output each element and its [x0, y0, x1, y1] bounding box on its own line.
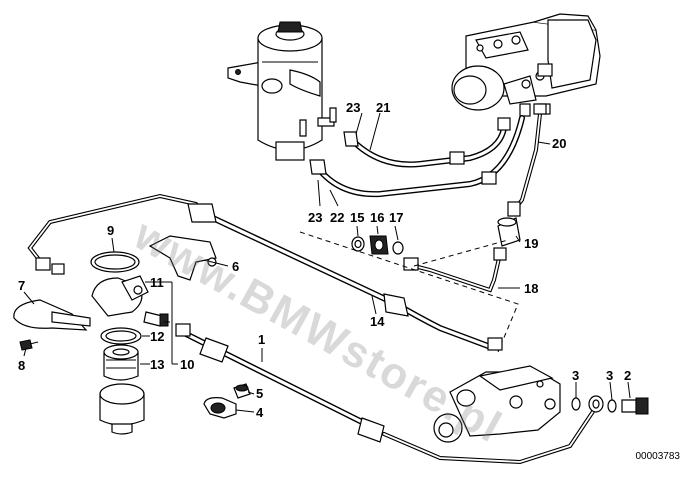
drawing-number: 00003783 [635, 451, 681, 462]
callout-20: 20 [552, 136, 566, 151]
strap-7 [13, 299, 91, 331]
callout-3-left: 3 [572, 368, 579, 383]
nut-5 [233, 383, 251, 399]
leader-lines [23, 112, 631, 413]
return-line [27, 193, 198, 275]
callout-21: 21 [376, 100, 390, 115]
clip-4 [203, 397, 237, 419]
filter-cover-11 [91, 275, 149, 317]
callout-17: 17 [389, 210, 403, 225]
callout-12: 12 [150, 329, 164, 344]
callout-14: 14 [370, 314, 385, 329]
callout-5: 5 [256, 386, 263, 401]
callout-2: 2 [624, 368, 631, 383]
callout-10: 10 [180, 357, 194, 372]
seal-ring-3 [571, 397, 581, 411]
callout-7: 7 [18, 278, 25, 293]
pressure-hose-1 [175, 323, 596, 465]
seal-ring-15 [351, 236, 365, 252]
callout-11: 11 [150, 275, 164, 290]
callout-18: 18 [524, 281, 538, 296]
pressure-line-18 [403, 247, 507, 293]
callout-8: 8 [18, 358, 25, 373]
feed-hose-14 [187, 203, 503, 351]
bracket-6 [148, 235, 217, 281]
union-16 [369, 235, 389, 255]
callout-6: 6 [232, 259, 239, 274]
callout-9: 9 [107, 223, 114, 238]
filter-element-13 [103, 344, 139, 381]
callout-15: 15 [350, 210, 364, 225]
banjo-bolt-2 [621, 397, 649, 415]
seal-ring-17 [392, 241, 404, 255]
callout-16: 16 [370, 210, 384, 225]
hose-clamp-9 [90, 251, 140, 273]
hydraulic-valve-block [451, 13, 601, 117]
callout-4: 4 [256, 405, 264, 420]
gasket-12 [100, 327, 142, 345]
callout-3-right: 3 [606, 368, 613, 383]
callout-23-upper: 23 [346, 100, 360, 115]
seal-ring-3b [607, 399, 617, 413]
dashed-leaders [299, 231, 519, 353]
brake-line-20 [507, 103, 547, 217]
callout-13: 13 [150, 357, 164, 372]
filter-housing-10 [99, 383, 145, 435]
screw-8 [19, 339, 39, 351]
callout-1: 1 [258, 332, 265, 347]
callout-labels: 23 21 20 23 22 15 16 17 19 18 14 9 6 7 8… [18, 100, 631, 420]
bolt-12 [143, 311, 169, 327]
hose-21 [343, 117, 511, 168]
callout-19: 19 [524, 236, 538, 251]
hose-22 [309, 115, 525, 198]
fluid-reservoir [227, 21, 337, 161]
banjo-fitting [588, 395, 604, 413]
callout-23-lower: 23 [308, 210, 322, 225]
line-filter-19 [497, 217, 521, 247]
callout-22: 22 [330, 210, 344, 225]
power-steering-pump [433, 365, 561, 443]
